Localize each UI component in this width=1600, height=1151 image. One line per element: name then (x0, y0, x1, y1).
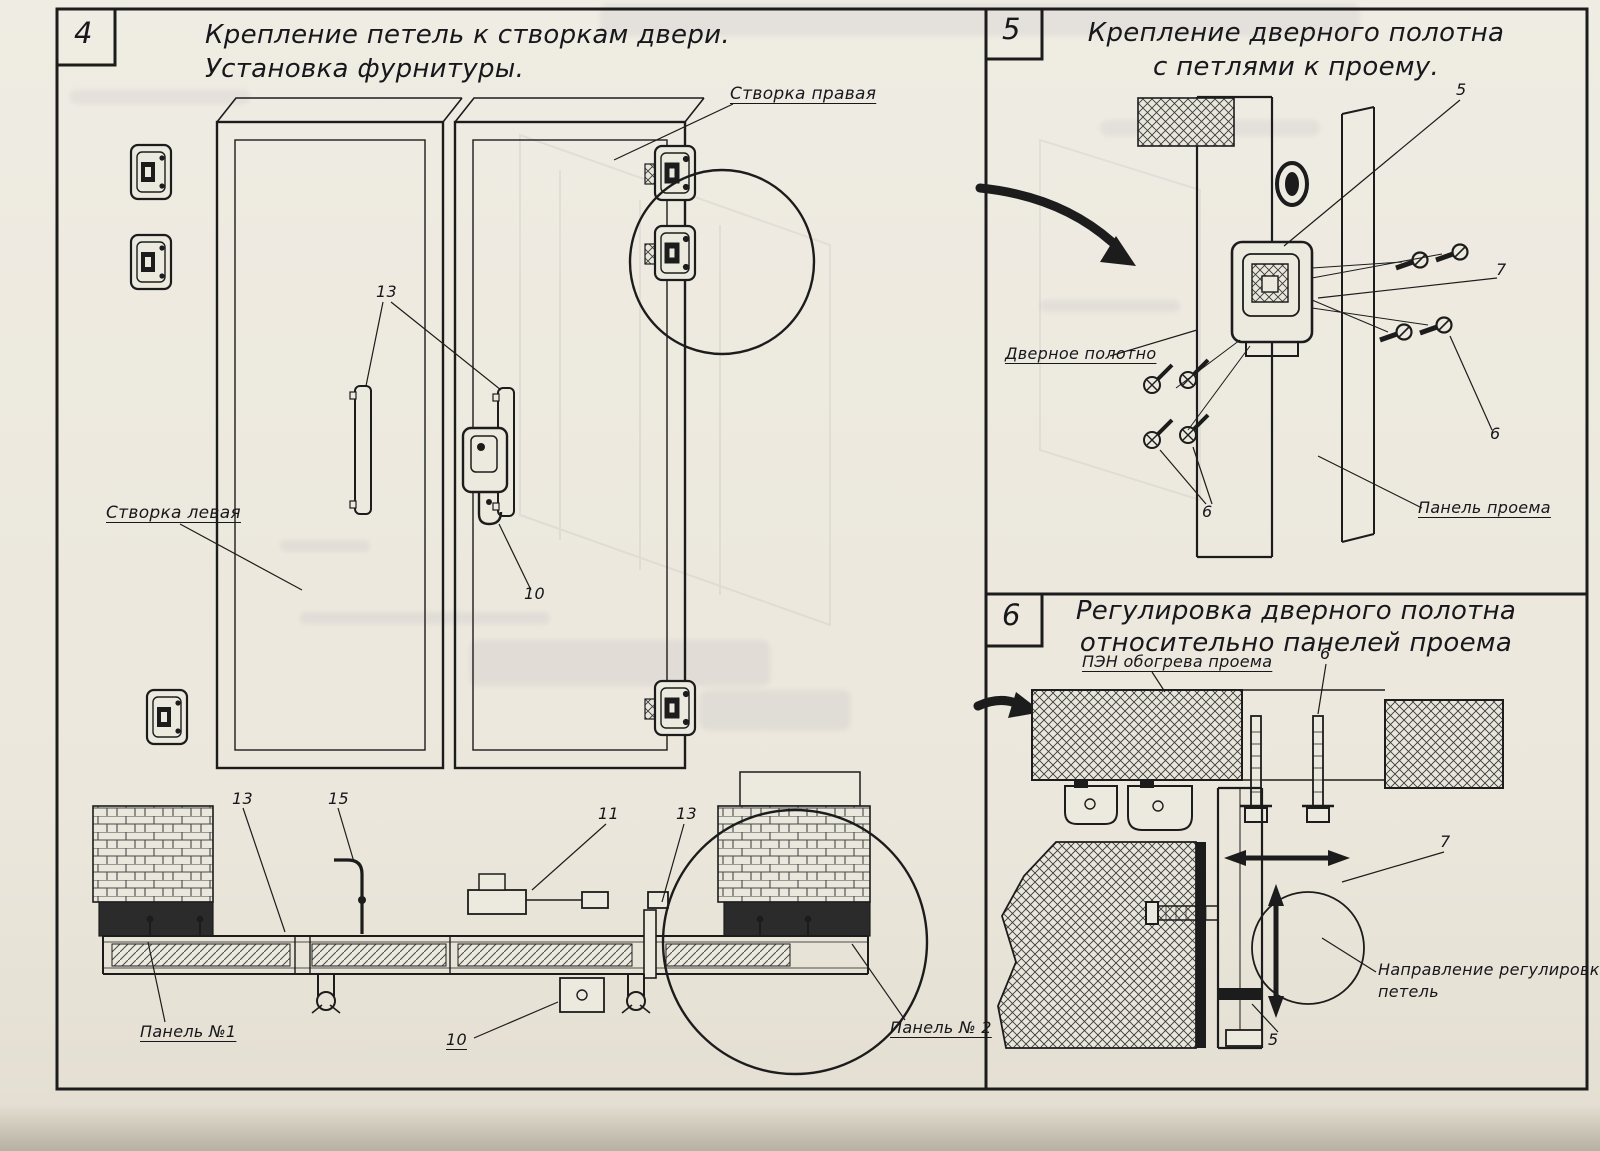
label-right-leaf: Створка правая (730, 84, 877, 104)
callout-6: 6 (1202, 502, 1213, 521)
hinge-icon (644, 144, 697, 737)
hinge-mount-detail (975, 95, 1469, 559)
panel5-number: 5 (1002, 12, 1021, 46)
label-door-leaf: Дверное полотно (1005, 344, 1157, 363)
callout-13: 13 (676, 804, 697, 823)
panel6-title-line1: Регулировка дверного полотна (1075, 596, 1517, 626)
panel6-number: 6 (1002, 598, 1021, 632)
label-left-leaf: Створка левая (106, 503, 241, 523)
door-leaves (215, 97, 705, 770)
panel4-number: 4 (74, 16, 93, 50)
bleed-through-smudge (280, 540, 370, 552)
panel4-title-line2: Установка фурнитуры. (205, 54, 525, 84)
bleed-through-smudge (1040, 300, 1180, 312)
cross-section (92, 771, 929, 1076)
panel4-title-line1: Крепление петель к створкам двери. (205, 20, 730, 50)
callout-11: 11 (598, 804, 619, 823)
door-hardware (349, 385, 515, 526)
panel6-title-line2: относительно панелей проема (1079, 628, 1513, 658)
leader-lines (179, 103, 734, 591)
label-adjust-direction-line1: Направление регулировки (1378, 960, 1600, 979)
callout-7: 7 (1440, 832, 1451, 851)
label-heater: ПЭН обогрева проема (1082, 652, 1273, 671)
label-opening-panel: Панель проема (1418, 498, 1551, 517)
bleed-through-smudge (700, 690, 850, 730)
leader-lines (1151, 663, 1445, 1033)
callout-13: 13 (232, 789, 253, 808)
callout-5: 5 (1268, 1030, 1279, 1049)
label-adjust-direction-line2: петель (1378, 982, 1439, 1001)
label-panel-1: Панель №1 (140, 1022, 237, 1041)
leader-lines (147, 807, 906, 1039)
panel5-title-line2: с петлями к проему. (1152, 52, 1440, 82)
callout-6: 6 (1320, 644, 1331, 663)
callout-6: 6 (1490, 424, 1501, 443)
panel5-title-line1: Крепление дверного полотна (1087, 18, 1505, 48)
leader-lines (1109, 99, 1498, 509)
callout-5: 5 (1456, 80, 1467, 99)
adjustment-detail (973, 689, 1504, 1050)
hinge-icon (129, 143, 189, 746)
bleed-through-smudge (470, 640, 770, 686)
callout-13: 13 (376, 282, 397, 301)
bleed-through-smudge (70, 90, 250, 104)
callout-10: 10 (524, 584, 545, 603)
label-panel-2: Панель № 2 (890, 1018, 992, 1037)
bleed-through-drawing (519, 133, 1201, 627)
callout-15: 15 (328, 789, 349, 808)
callout-10: 10 (446, 1030, 467, 1049)
detail-circle (628, 168, 816, 356)
callout-7: 7 (1496, 260, 1507, 279)
